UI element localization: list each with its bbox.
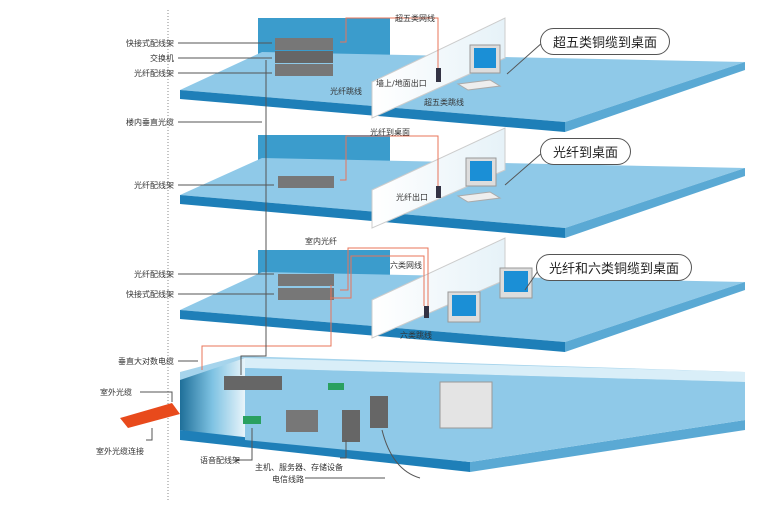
voice-patch-panel-device (243, 416, 261, 424)
label-cat5e-cable: 超五类网线 (395, 14, 435, 23)
outdoor-fiber-connection-pad (120, 403, 180, 428)
label-voice-patch-panel: 语音配线架 (200, 456, 240, 465)
basement (120, 60, 745, 479)
fiber-patch-device (278, 176, 334, 188)
callout-fiber-cat6-to-desk: 光纤和六类铜缆到桌面 (536, 254, 693, 281)
server-rack-icon (286, 410, 318, 432)
label-fiber-patch-panel-2: 光纤配线架 (134, 181, 174, 190)
callout-fiber-to-desk: 光纤到桌面 (540, 138, 632, 165)
quick-patch-panel-device (275, 38, 333, 50)
monitor-icon (470, 161, 492, 181)
label-outdoor-fiber-connection: 室外光缆连接 (96, 447, 144, 456)
label-fiber-patch-panel: 光纤配线架 (134, 69, 174, 78)
label-outdoor-fiber: 室外光缆 (100, 388, 132, 397)
monitor-icon (474, 48, 496, 68)
monitor-icon (504, 271, 528, 292)
floor-1 (180, 17, 745, 132)
fiber-patch-device (275, 64, 333, 76)
label-quick-patch-panel: 快接式配线架 (126, 39, 174, 48)
label-leaders (140, 42, 385, 479)
label-fiber-to-desk: 光纤到桌面 (370, 128, 410, 137)
callout-cat5e-to-desk: 超五类铜缆到桌面 (540, 28, 671, 55)
monitor-icon (452, 295, 476, 316)
server-rack-icon (370, 396, 388, 428)
floor-2 (180, 127, 745, 238)
label-fiber-patch-panel-3: 光纤配线架 (134, 270, 174, 279)
label-vertical-fiber: 楼内垂直光缆 (126, 118, 174, 127)
label-telecom-line: 电信线路 (272, 475, 304, 484)
core-switch-device (224, 376, 282, 390)
label-cat6-cable: 六类网线 (390, 261, 422, 270)
label-wall-floor-outlet: 墙上/地面出口 (376, 79, 427, 88)
label-quick-patch-panel-3: 快接式配线架 (126, 290, 174, 299)
label-fiber-outlet: 光纤出口 (396, 193, 428, 202)
server-rack-icon (342, 410, 360, 442)
outlet-icon (436, 186, 441, 198)
outlet-icon (424, 306, 429, 318)
label-fiber-jumper: 光纤跳线 (330, 87, 362, 96)
outlet-icon (436, 68, 441, 82)
label-cat6-jumper: 六类跳线 (400, 331, 432, 340)
label-switch: 交换机 (150, 54, 174, 63)
switch-device (275, 51, 333, 63)
label-equipment: 主机、服务器、存储设备 (255, 463, 343, 472)
label-cat5e-jumper: 超五类跳线 (424, 98, 464, 107)
storage-device-icon (439, 381, 493, 429)
label-backbone-cable: 垂直大对数电缆 (118, 357, 174, 366)
vertical-fiber-line (240, 60, 267, 375)
label-indoor-fiber: 室内光纤 (305, 237, 337, 246)
floor-3 (180, 237, 745, 352)
